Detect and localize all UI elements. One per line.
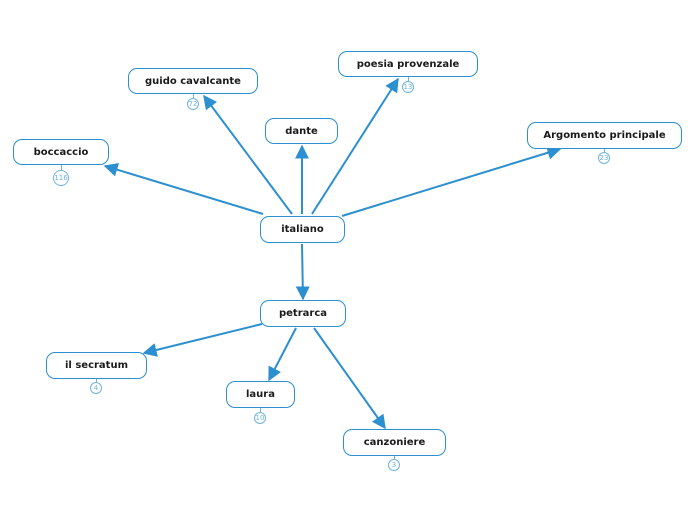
badge-connector: [393, 456, 395, 459]
badge-connector: [60, 165, 62, 170]
count-badge-guido-cavalcante[interactable]: 72: [187, 98, 199, 110]
count-badge-argomento-principale[interactable]: 23: [598, 152, 610, 164]
count-badge-boccaccio[interactable]: 116: [53, 170, 69, 186]
node-label: Argomento principale: [543, 130, 666, 141]
node-label: petrarca: [278, 308, 327, 319]
edge-petrarca-to-canzoniere: [313, 327, 386, 430]
node-argomento-principale[interactable]: Argomento principale: [527, 122, 682, 149]
node-canzoniere[interactable]: canzoniere: [343, 429, 446, 456]
node-label: italiano: [281, 224, 324, 235]
node-laura[interactable]: laura: [226, 381, 295, 408]
node-italiano[interactable]: italiano: [260, 216, 345, 243]
badge-connector: [407, 77, 409, 81]
edge-italiano-to-poesia-provenzale: [311, 77, 399, 215]
badge-connector: [259, 408, 261, 412]
node-label: guido cavalcante: [145, 75, 241, 87]
count-badge-canzoniere[interactable]: 3: [388, 459, 400, 471]
node-label: dante: [285, 125, 318, 137]
node-label: il secratum: [65, 360, 128, 371]
node-label: poesia provenzale: [356, 58, 460, 70]
node-poesia-provenzale[interactable]: poesia provenzale: [338, 51, 478, 77]
badge-connector: [95, 379, 97, 382]
edge-italiano-to-petrarca: [295, 243, 310, 301]
edge-italiano-to-argomento-principale: [341, 146, 562, 217]
edge-layer: [103, 77, 562, 430]
node-il-secratum[interactable]: il secratum: [46, 352, 147, 379]
node-label: boccaccio: [33, 146, 89, 158]
badge-connector: [192, 94, 194, 98]
edge-petrarca-to-laura: [268, 327, 297, 382]
node-petrarca[interactable]: petrarca: [260, 300, 346, 327]
node-label: laura: [246, 389, 275, 400]
node-boccaccio[interactable]: boccaccio: [13, 139, 109, 165]
node-guido-cavalcante[interactable]: guido cavalcante: [128, 68, 258, 94]
node-dante[interactable]: dante: [265, 118, 338, 144]
node-label: canzoniere: [363, 437, 426, 448]
edge-petrarca-to-il-secratum: [142, 323, 263, 357]
count-badge-il-secratum[interactable]: 4: [90, 382, 102, 394]
edge-italiano-to-boccaccio: [103, 162, 264, 215]
count-badge-poesia-provenzale[interactable]: 13: [402, 81, 414, 93]
edge-italiano-to-guido-cavalcante: [203, 94, 293, 215]
count-badge-laura[interactable]: 10: [254, 412, 266, 424]
badge-connector: [603, 149, 605, 152]
